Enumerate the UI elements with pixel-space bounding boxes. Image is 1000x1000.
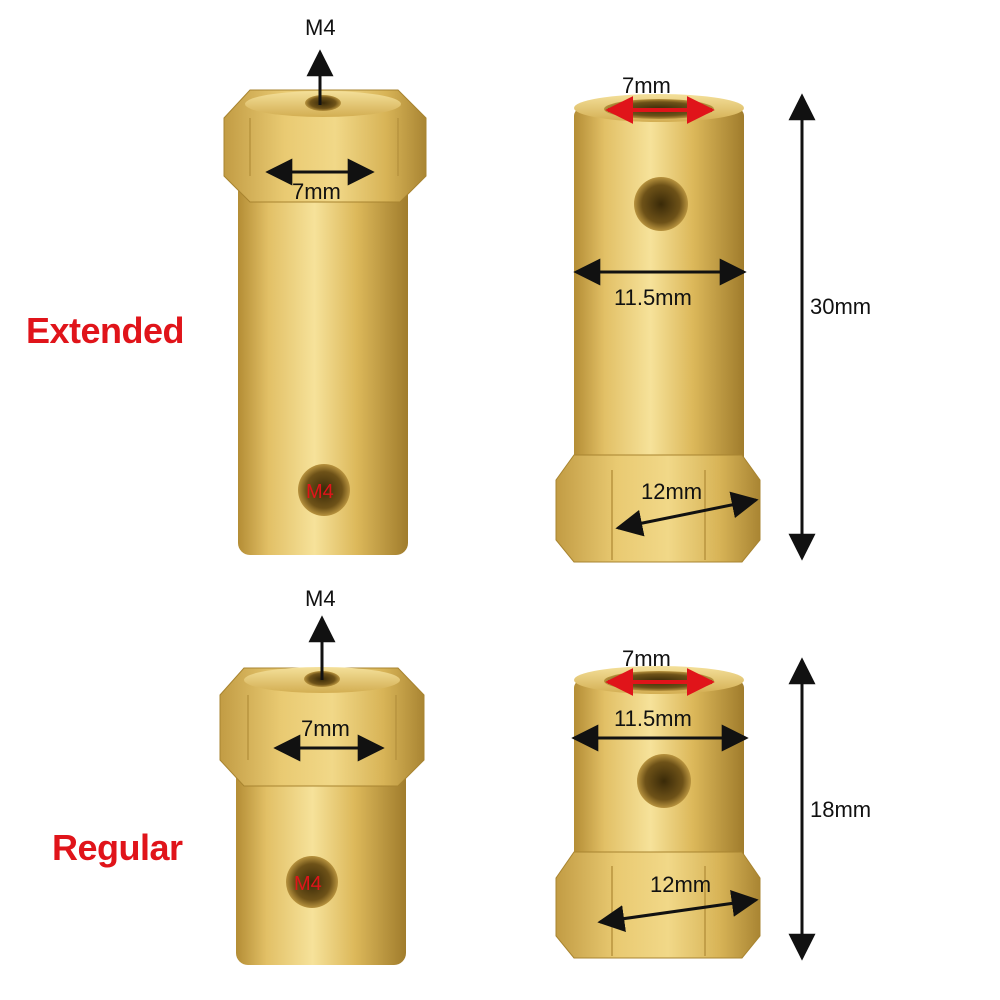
dim-side-thread: M4 (306, 481, 334, 503)
set-screw-hole-icon (286, 856, 338, 908)
set-screw-hole-icon (298, 464, 350, 516)
dim-outer-diameter: 11.5mm (614, 285, 692, 310)
dim-outer-diameter: 11.5mm (614, 706, 692, 731)
dim-top-thread: M4 (305, 586, 336, 611)
dim-length: 30mm (810, 294, 872, 319)
regular-hex-coupler (219, 667, 425, 965)
dim-length: 18mm (810, 797, 872, 822)
dim-side-thread: M4 (294, 873, 322, 895)
dim-bore: 7mm (622, 73, 671, 98)
dim-bore: 7mm (622, 646, 671, 671)
double-arrow-icon (615, 491, 759, 537)
set-screw-hole-icon (637, 754, 691, 808)
dim-hex-width: 12mm (641, 479, 703, 504)
extended-hex-coupler (223, 89, 427, 555)
dimension-arrows (265, 49, 816, 961)
dim-top-thread: M4 (305, 15, 336, 40)
dim-across-flats: 7mm (292, 179, 341, 204)
dim-hex-width: 12mm (650, 872, 712, 897)
variant-label-extended: Extended (26, 310, 185, 351)
set-screw-hole-icon (634, 177, 688, 231)
variant-label-regular: Regular (52, 827, 183, 868)
dim-across-flats: 7mm (301, 716, 350, 741)
double-arrow-icon (597, 890, 759, 932)
threaded-hole-icon (305, 95, 341, 111)
